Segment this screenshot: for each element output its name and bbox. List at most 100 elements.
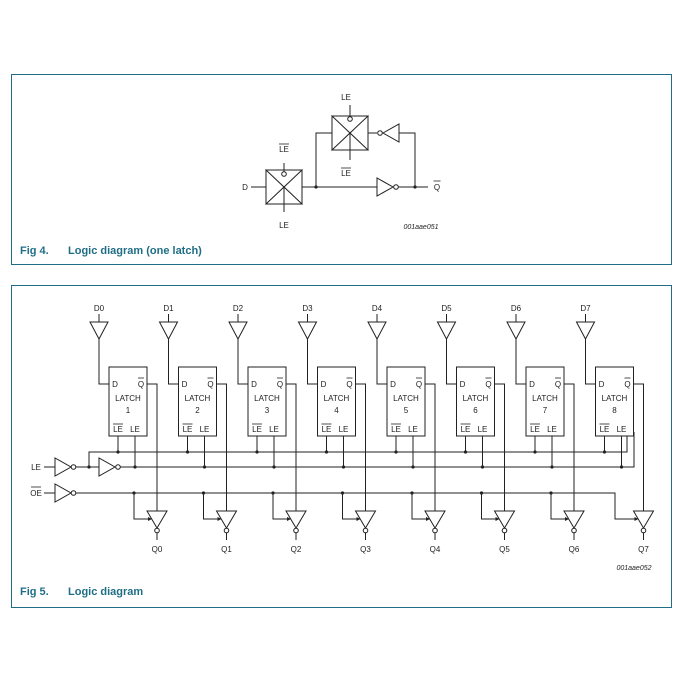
inversion-bubble (362, 527, 369, 534)
latch-name-1: LATCH (115, 394, 141, 403)
input-label-1: D1 (163, 304, 174, 313)
latch-index-8: 8 (612, 406, 617, 415)
junction-dot (185, 450, 190, 454)
oe-arrow (565, 517, 569, 521)
figure-5-number: Fig 5. (20, 586, 49, 598)
inversion-bubble (115, 464, 121, 470)
oe-arrow (287, 517, 291, 521)
input-label-6: D6 (511, 304, 522, 313)
latch-index-4: 4 (334, 406, 339, 415)
input-buffer-7 (575, 321, 596, 341)
inversion-bubble (640, 527, 647, 534)
latch-8 (595, 366, 634, 437)
input-buffer-4 (367, 321, 387, 341)
latch-name-7: LATCH (532, 394, 558, 403)
inversion-bubble (154, 527, 160, 534)
inversion-bubble (281, 171, 287, 177)
output-buffer-4 (424, 510, 446, 529)
inversion-bubble (293, 527, 299, 534)
output-label-7: Q7 (638, 545, 649, 554)
inversion-bubble (501, 527, 508, 534)
output-label-1: Q1 (221, 545, 232, 554)
latch-pin-le: LE (617, 425, 627, 434)
le-input-buffer (54, 457, 73, 477)
tgate-1-le-bar-label: LE (279, 145, 289, 154)
output-label-0: Q0 (152, 545, 163, 554)
output-inverter (376, 177, 395, 197)
output-label-2: Q2 (291, 545, 302, 554)
output-buffer-3 (354, 510, 377, 529)
oe-arrow (634, 517, 639, 521)
latch-pin-le-bar: LE (391, 425, 401, 434)
input-buffer-3 (297, 321, 318, 341)
output-buffer-5 (493, 510, 516, 529)
le-bus (120, 432, 635, 468)
latch-pin-q: Q (555, 380, 561, 389)
inversion-bubble (432, 527, 438, 534)
wire (411, 493, 429, 520)
input-buffer-1 (158, 321, 179, 341)
oe-arrow (495, 517, 500, 521)
junction-dot (480, 465, 485, 469)
input-buffer-2 (228, 321, 248, 341)
latch-pin-le: LE (547, 425, 557, 434)
inversion-bubble (223, 527, 230, 534)
junction-dot (602, 450, 607, 454)
latch-name-8: LATCH (602, 394, 628, 403)
latch-pin-le: LE (269, 425, 279, 434)
input-label-3: D3 (302, 304, 313, 313)
le-input-label: LE (31, 463, 41, 472)
wire (399, 132, 416, 187)
output-label-4: Q4 (430, 545, 441, 554)
inversion-bubble (70, 464, 77, 470)
latch-7 (525, 366, 565, 437)
junction-dot (324, 450, 329, 454)
wire (98, 339, 109, 385)
le-bar-bus (88, 432, 628, 467)
latch-index-5: 5 (404, 406, 409, 415)
inversion-bubble (571, 527, 577, 534)
le-second-buffer (98, 457, 117, 477)
output-q-label: Q (434, 183, 440, 192)
wire (425, 383, 436, 511)
wire (564, 383, 575, 511)
oe-arrow (356, 517, 361, 521)
latch-name-4: LATCH (324, 394, 350, 403)
input-d-label: D (242, 183, 248, 192)
latch-pin-d: D (529, 380, 535, 389)
figure-5-frame: Fig 5.Logic diagram (11, 285, 672, 608)
latch-pin-le: LE (339, 425, 349, 434)
latch-pin-le: LE (478, 425, 488, 434)
output-label-3: Q3 (360, 545, 371, 554)
input-label-5: D5 (441, 304, 452, 313)
junction-dot (116, 450, 120, 454)
latch-pin-le-bar: LE (183, 425, 193, 434)
latch-2 (178, 366, 217, 437)
latch-pin-q: Q (277, 380, 283, 389)
wire (585, 339, 596, 385)
oe-input-label: OE (30, 489, 42, 498)
latch-name-2: LATCH (185, 394, 211, 403)
input-label-7: D7 (580, 304, 591, 313)
output-label-5: Q5 (499, 545, 510, 554)
inversion-bubble (70, 490, 77, 496)
latch-pin-le-bar: LE (600, 425, 610, 434)
wire (203, 493, 221, 520)
junction-dot (533, 450, 537, 454)
output-buffer-7 (632, 510, 655, 529)
latch-pin-le-bar: LE (530, 425, 540, 434)
junction-dot (255, 450, 259, 454)
latch-pin-q: Q (416, 380, 422, 389)
figure-5-ref-code: 001aae052 (616, 565, 651, 572)
latch-pin-d: D (251, 380, 257, 389)
oe-input-buffer (54, 483, 73, 503)
input-buffer-5 (436, 321, 457, 341)
latch-index-2: 2 (195, 406, 200, 415)
input-label-2: D2 (233, 304, 244, 313)
latch-pin-le-bar: LE (113, 425, 123, 434)
latch-4 (317, 366, 356, 437)
latch-pin-d: D (112, 380, 118, 389)
junction-dot (413, 185, 417, 189)
